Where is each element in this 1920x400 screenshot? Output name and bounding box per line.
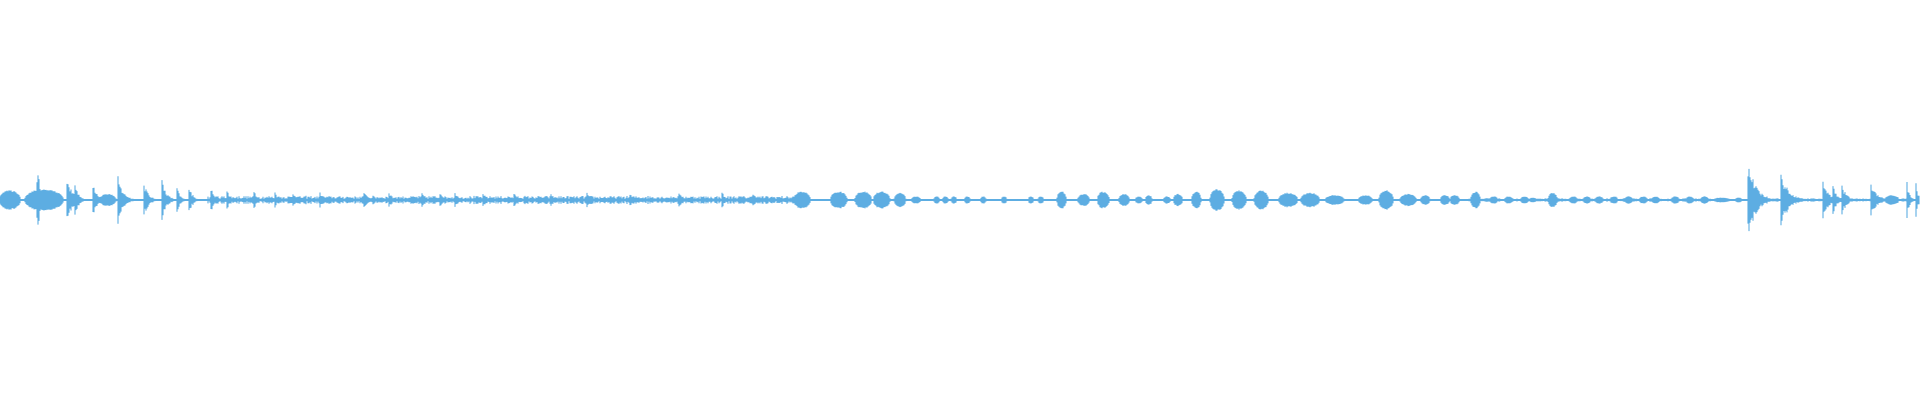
waveform-path — [0, 168, 1920, 232]
